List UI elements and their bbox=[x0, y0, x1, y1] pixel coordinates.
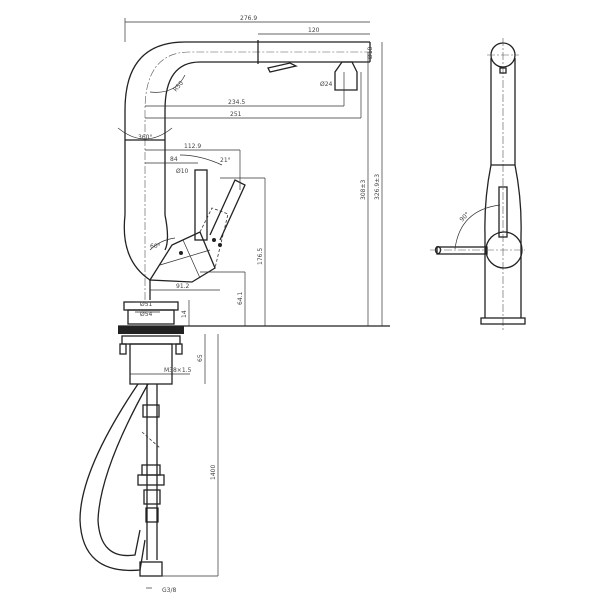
dimension-lines bbox=[124, 18, 383, 589]
dim-spout-dia: Ø18 bbox=[367, 46, 374, 59]
dim-handle-angle: 21° bbox=[220, 157, 231, 164]
dim-total-height-2: 326.9±3 bbox=[374, 174, 381, 200]
dim-base-to-lever: 64.1 bbox=[237, 291, 244, 305]
dimension-labels: 276.9 120 Ø18 Ø24 234.5 251 R50 360° 112… bbox=[138, 15, 381, 594]
dim-reach-nozzle: 234.5 bbox=[228, 99, 245, 106]
dim-base-dia-lower: Ø54 bbox=[140, 311, 153, 318]
dim-rotation: 360° bbox=[138, 134, 152, 141]
dim-handle-pivot: 84 bbox=[170, 156, 178, 163]
dim-shank-length: 65 bbox=[197, 354, 204, 362]
base-assembly bbox=[118, 301, 184, 385]
pullout-hose bbox=[79, 383, 165, 577]
dim-handle-dia: Ø10 bbox=[176, 168, 189, 175]
dim-connector: G3/8 bbox=[162, 587, 176, 594]
faucet-body bbox=[117, 127, 246, 300]
dim-base-dia-upper: Ø51 bbox=[140, 301, 153, 308]
dim-pullout-head: 120 bbox=[308, 27, 320, 34]
dim-front-handle-angle: 90° bbox=[458, 211, 470, 223]
dim-overall-reach: 276.9 bbox=[240, 15, 257, 22]
dim-body-angle: 60° bbox=[150, 243, 161, 250]
dim-thread: M38×1.5 bbox=[164, 367, 192, 374]
dim-body-width: 91.2 bbox=[176, 283, 190, 290]
dim-hose-length: 1400 bbox=[210, 465, 217, 480]
dim-handle-reach: 112.9 bbox=[184, 143, 201, 150]
dim-bend-radius: R50 bbox=[172, 80, 185, 94]
dim-reach-end: 251 bbox=[230, 111, 242, 118]
front-view: 90° bbox=[430, 38, 526, 330]
dim-nozzle-dia: Ø24 bbox=[320, 81, 333, 88]
dim-flange-height: 14 bbox=[181, 310, 188, 318]
dim-body-height: 176.5 bbox=[257, 248, 264, 265]
dim-total-height-1: 308±3 bbox=[360, 180, 367, 200]
